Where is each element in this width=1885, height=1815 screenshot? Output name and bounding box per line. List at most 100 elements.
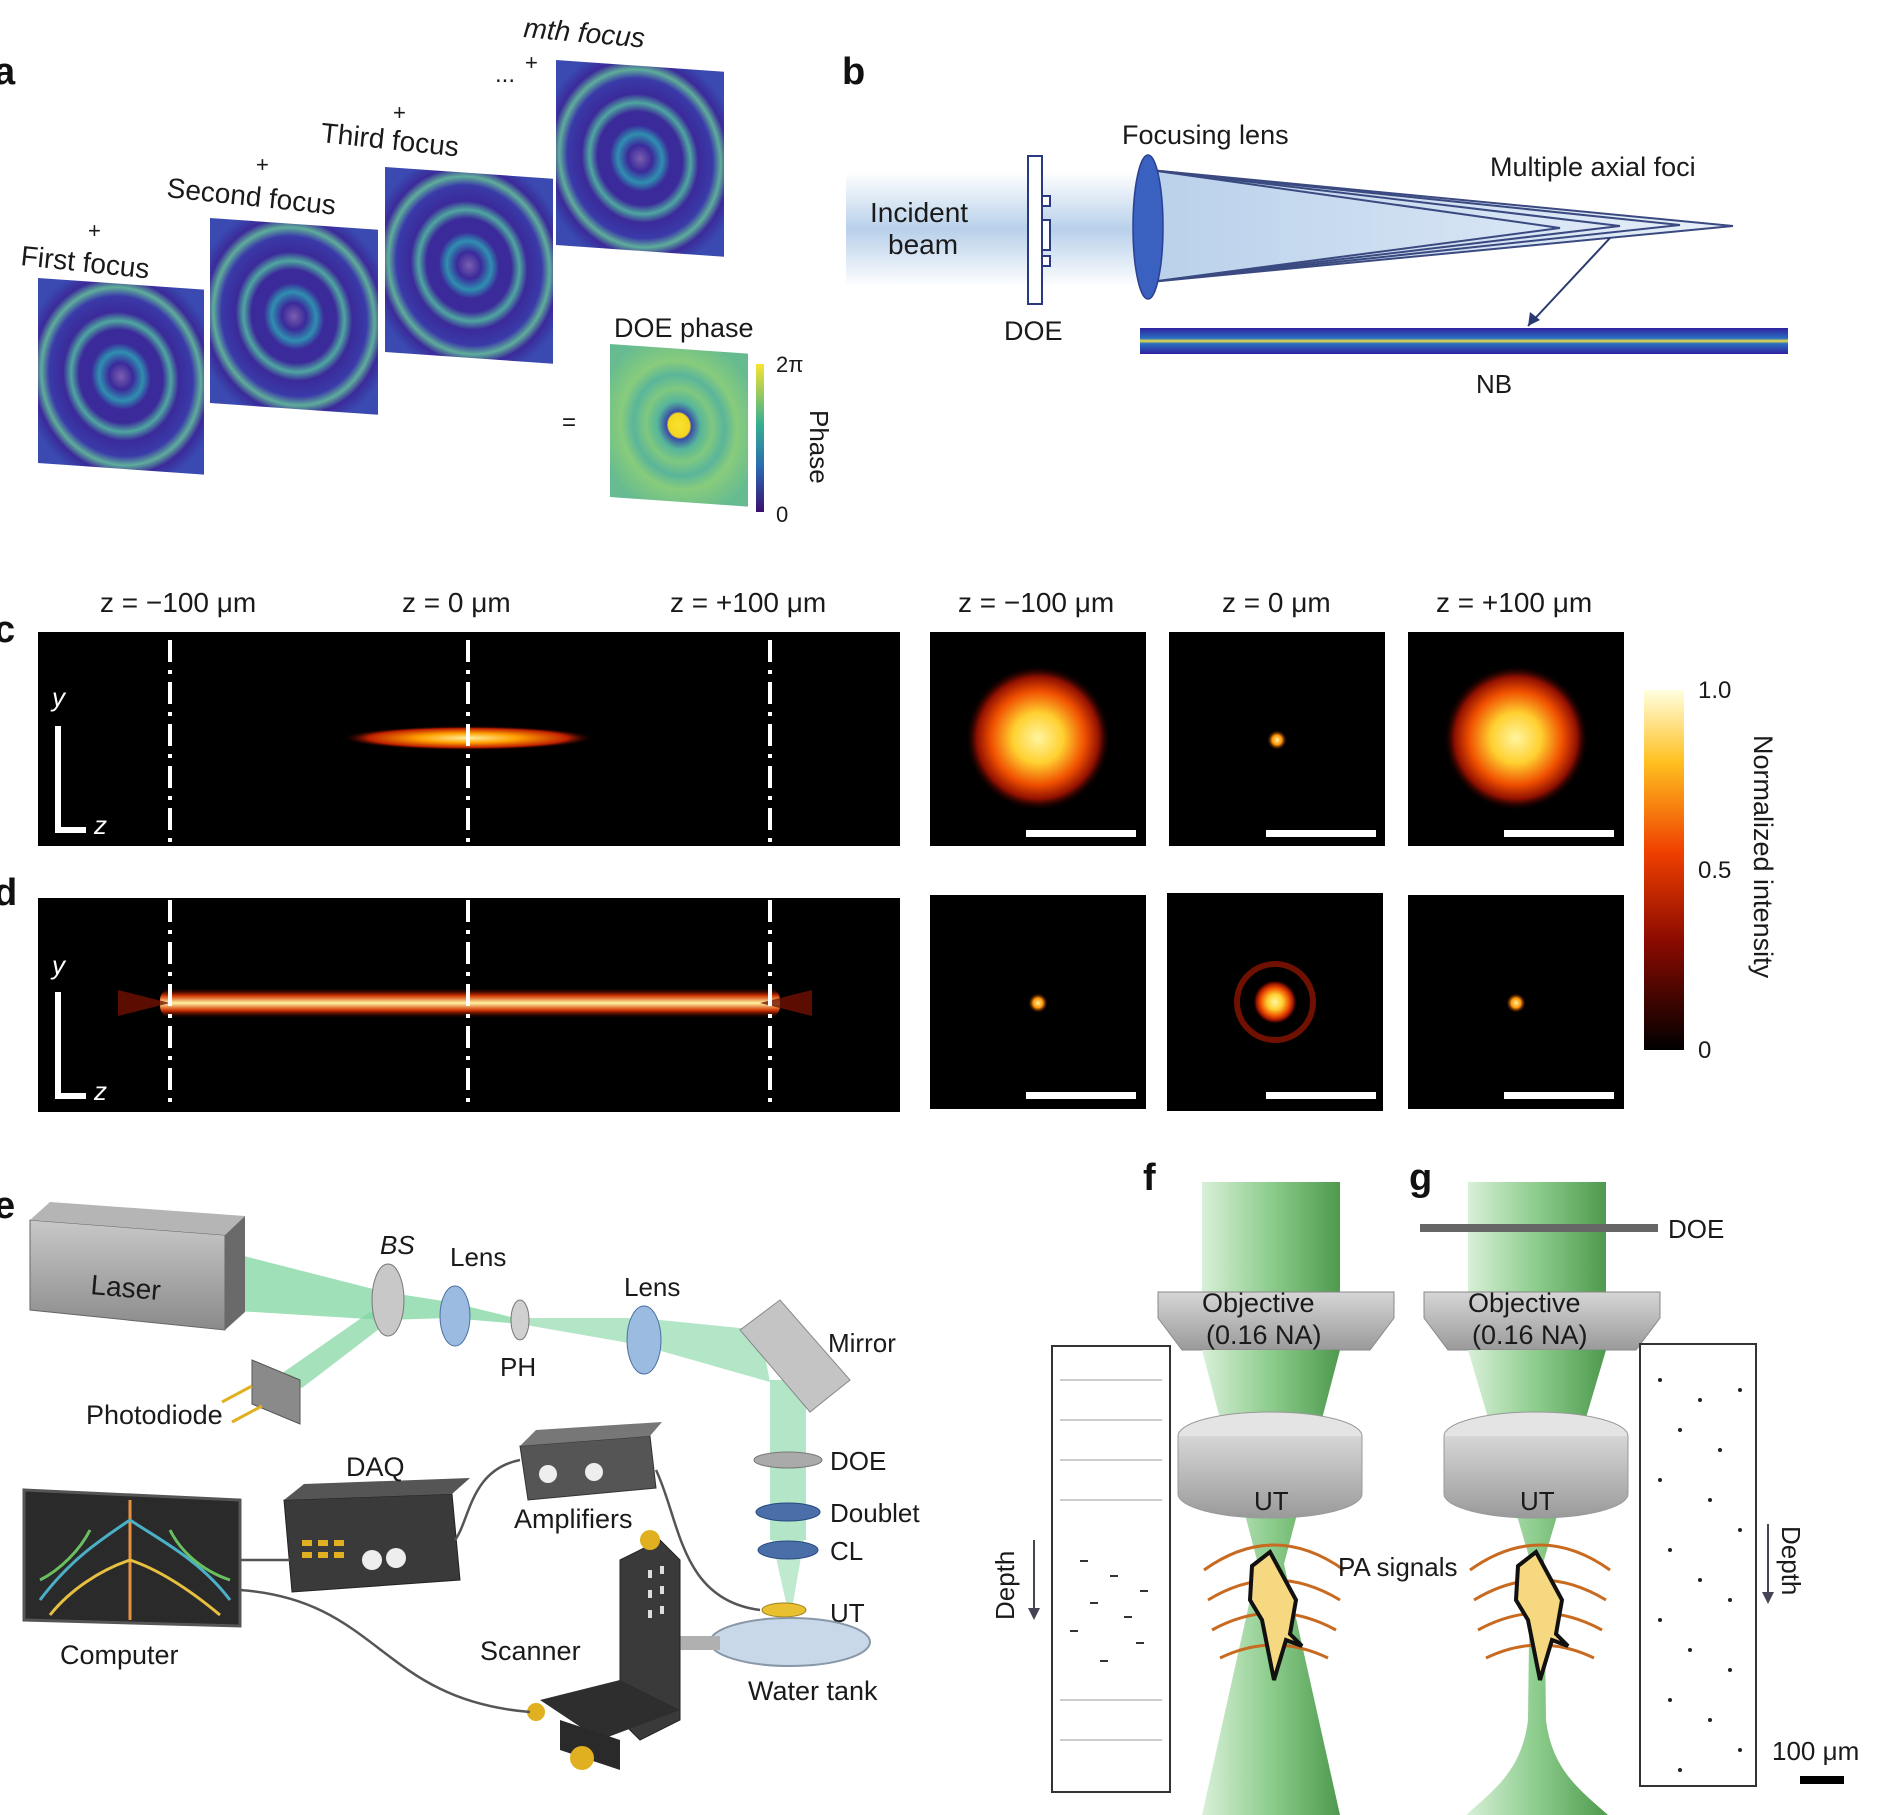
focusing-cone: [1138, 170, 1733, 282]
z-label-left-c: z = −100 μm: [100, 587, 256, 618]
xy-gaussian-left-spot: [966, 666, 1110, 810]
scale-bar-label: 100 μm: [1772, 1736, 1859, 1766]
ut-transducer-e: [762, 1603, 806, 1617]
nb-profile: [1140, 328, 1788, 354]
scale-bar-c3: [1504, 830, 1614, 837]
phase-map-third: [385, 167, 553, 364]
doublet-optic: [756, 1503, 820, 1521]
objective-label-f-2: (0.16 NA): [1206, 1320, 1322, 1350]
ut-label-g: UT: [1520, 1486, 1555, 1516]
daq-knob-1: [362, 1550, 382, 1570]
plus-sign-1: +: [88, 218, 101, 243]
scale-bar-d3: [1504, 1092, 1614, 1099]
panel-e: e Laser BS Lens PH Lens Mirror Photodiod…: [0, 1185, 920, 1770]
xy-gaussian-mid-spot: [1267, 730, 1287, 750]
lens2-label: Lens: [624, 1272, 680, 1302]
incident-label-2: beam: [888, 229, 958, 260]
water-tank: [710, 1618, 870, 1666]
tank-arm: [680, 1636, 720, 1650]
scanner-knob-top: [640, 1530, 660, 1550]
laser-label: Laser: [89, 1269, 161, 1306]
scanner-knob-bottom: [570, 1746, 594, 1770]
scale-bar-c1: [1026, 830, 1136, 837]
panel-f: f Objective (0.16 NA) UT PA signals: [990, 1157, 1457, 1815]
vessel-g: [1516, 1552, 1568, 1680]
nb-label: NB: [1476, 369, 1512, 399]
objective-label-g-2: (0.16 NA): [1472, 1320, 1588, 1350]
ph-optic: [511, 1300, 529, 1340]
dots-label: ...: [495, 61, 515, 88]
scale-bar-d1: [1026, 1092, 1136, 1099]
z-axis-label-c: z: [93, 810, 107, 840]
incident-label-1: Incident: [870, 197, 968, 228]
panel-label-e: e: [0, 1185, 15, 1227]
beam-top-f: [1202, 1182, 1340, 1292]
xy-nb-left-spot: [1028, 993, 1048, 1013]
second-focus-label: Second focus: [165, 172, 337, 221]
panel-label-f: f: [1143, 1157, 1156, 1199]
lens1-label: Lens: [450, 1242, 506, 1272]
computer-label: Computer: [60, 1640, 179, 1670]
mth-focus-label: mth focus: [522, 12, 646, 53]
lens2-optic: [627, 1306, 661, 1374]
xy-nb-right-spot: [1506, 993, 1526, 1013]
amp-knob-1: [539, 1465, 557, 1483]
intensity-colorbar: [1644, 690, 1684, 1050]
panel-b: b Incident beam DOE Focusing lens Multip…: [842, 51, 1788, 399]
multiple-axial-foci-label: Multiple axial foci: [1490, 152, 1696, 182]
phase-colorbar-min: 0: [776, 502, 788, 527]
objective-label-g-1: Objective: [1468, 1288, 1581, 1318]
ph-label: PH: [500, 1352, 536, 1382]
panel-label-b: b: [842, 51, 865, 93]
intensity-cb-max: 1.0: [1698, 677, 1731, 704]
doe-phase-label: DOE phase: [614, 313, 754, 343]
objective-label-f-1: Objective: [1202, 1288, 1315, 1318]
y-axis-label-c: y: [50, 682, 67, 712]
amp-knob-2: [585, 1463, 603, 1481]
bs-label: BS: [380, 1230, 415, 1260]
scale-bar-fg: [1800, 1776, 1844, 1784]
z-axis-label-d: z: [93, 1076, 107, 1106]
phase-map-second: [210, 218, 378, 415]
daq-knob-2: [386, 1548, 406, 1568]
depth-label-f: Depth: [990, 1551, 1020, 1620]
doublet-label: Doublet: [830, 1498, 920, 1528]
focusing-lens: [1133, 155, 1163, 299]
z-label-mid-c: z = 0 μm: [402, 587, 511, 618]
laser-box-side: [225, 1216, 245, 1330]
focusing-lens-label: Focusing lens: [1122, 120, 1289, 150]
lens1-optic: [440, 1286, 470, 1346]
bs-optic: [372, 1264, 404, 1336]
first-focus-label: First focus: [19, 240, 151, 284]
panel-label-d: d: [0, 872, 17, 914]
cl-label: CL: [830, 1536, 863, 1566]
doe-phase-map: [610, 344, 748, 507]
intensity-cb-mid: 0.5: [1698, 857, 1731, 884]
third-focus-label: Third focus: [319, 117, 460, 162]
scale-bar-c2: [1266, 830, 1376, 837]
phase-map-mth: [556, 60, 724, 257]
phase-map-first: [38, 278, 204, 475]
phase-colorbar-title: Phase: [804, 410, 834, 484]
z-label-right-c: z = +100 μm: [670, 587, 826, 618]
photodiode-pin1: [222, 1386, 252, 1402]
equals-sign: =: [562, 409, 576, 436]
panel-label-g: g: [1409, 1157, 1432, 1199]
intensity-cb-min: 0: [1698, 1037, 1711, 1064]
plus-sign-3: +: [393, 100, 406, 125]
nb-arrow: [1528, 238, 1610, 326]
depth-label-g: Depth: [1776, 1526, 1806, 1595]
intensity-cb-title: Normalized intensity: [1748, 735, 1778, 979]
photodiode-pin2: [232, 1406, 262, 1422]
phase-colorbar: [756, 364, 764, 512]
depth-scan-g: [1640, 1344, 1756, 1786]
doe-optic-e: [754, 1452, 822, 1468]
xy-nb-mid-spot: [1253, 980, 1297, 1024]
panel-g: g DOE Objective (0.16 NA) UT Depth: [1409, 1157, 1859, 1815]
scale-bar-d2: [1266, 1092, 1376, 1099]
depth-arrow-g-head: [1762, 1592, 1774, 1604]
doe-label-g: DOE: [1668, 1214, 1724, 1244]
pa-signals-label: PA signals: [1338, 1552, 1457, 1582]
xy-gaussian-right-spot: [1444, 666, 1588, 810]
doe-plate-g: [1420, 1224, 1658, 1232]
